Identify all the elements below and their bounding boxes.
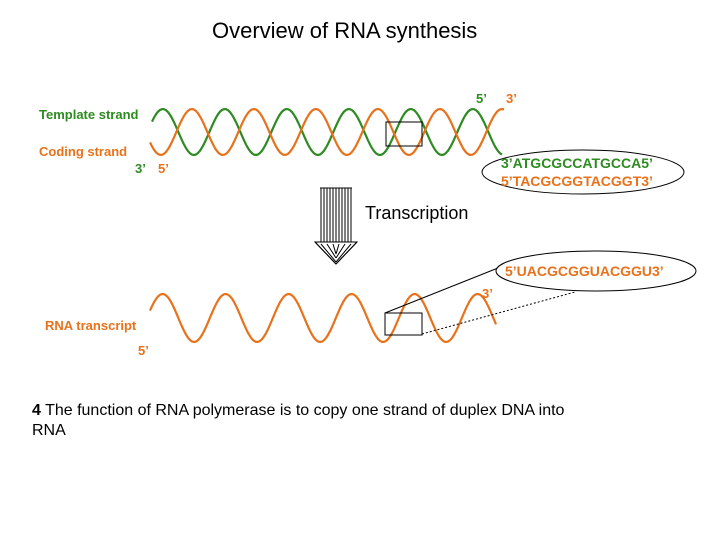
coding-right-end-label: 3’ [506,91,517,106]
rna-zoom-box [384,312,423,336]
coding-sequence: 5’TACGCGGTACGGT3’ [501,173,653,189]
template-strand-wave [151,107,503,157]
template-left-end-label: 3’ [135,161,146,176]
rna-zoom-connector-solid [384,267,499,314]
transcription-arrow [313,187,359,265]
page-title: Overview of RNA synthesis [212,18,478,43]
caption: 4 The function of RNA polymerase is to c… [32,401,592,441]
rna-right-end-label: 3’ [482,286,493,301]
rna-sequence: 5’UACGCGGUACGGU3’ [505,263,664,279]
transcription-label: Transcription [365,203,469,223]
rna-transcript-wave [148,292,498,344]
coding-strand-wave [149,107,505,157]
template-strand-label: Template strand [39,107,139,122]
rna-transcript-label: RNA transcript [45,318,137,333]
rna-left-end-label: 5’ [138,343,149,358]
rna-zoom-connector-dotted [421,291,576,335]
dna-sequence-ellipse [481,149,685,195]
template-right-end-label: 5’ [476,91,487,106]
coding-left-end-label: 5’ [158,161,169,176]
caption-bullet: 4 [32,402,41,419]
caption-text: The function of RNA polymerase is to cop… [32,402,565,439]
rna-sequence-ellipse [495,250,697,292]
coding-strand-label: Coding strand [39,144,128,159]
template-sequence: 3’ATGCGCCATGCCA5’ [501,155,653,171]
dna-zoom-box [385,121,423,147]
